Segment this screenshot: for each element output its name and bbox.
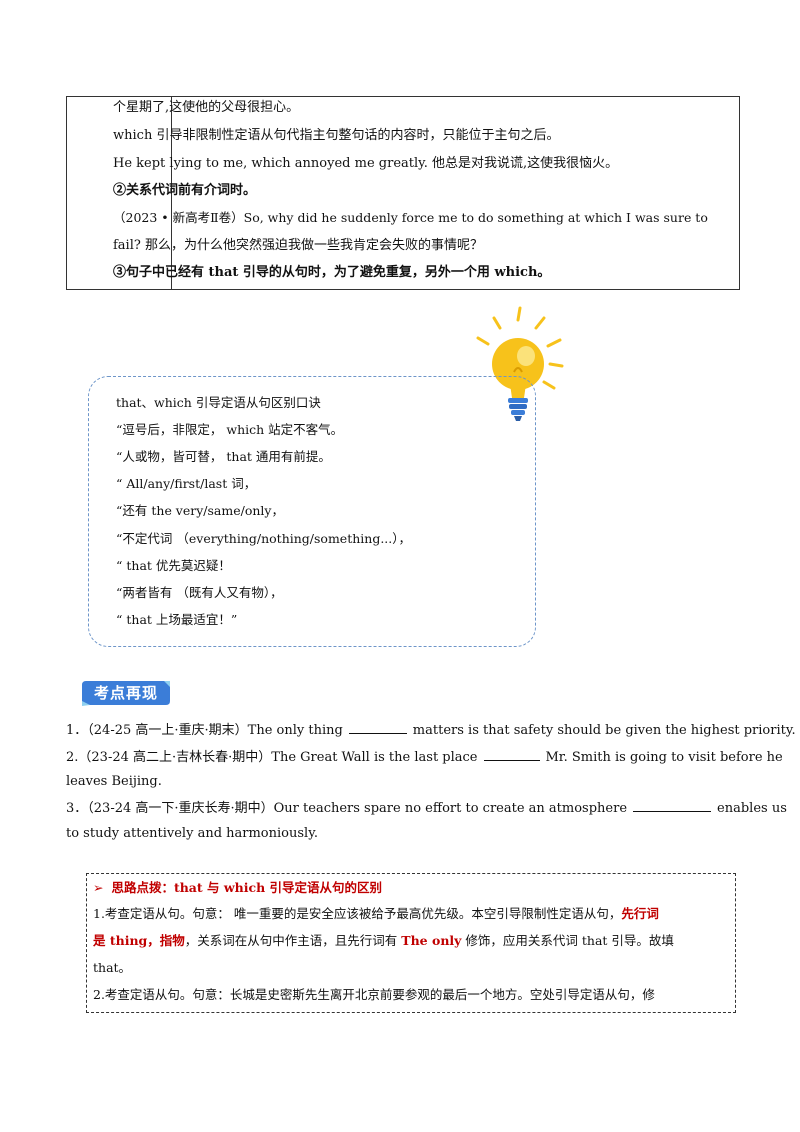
hint-box	[86, 873, 736, 1013]
hint-line-1: 1.考查定语从句。句意： 唯一重要的是安全应该被给予最高优先级。本空引导限制性定…	[93, 906, 659, 922]
question-2: 2.（23-24 高二上·吉林长春·期中）The Great Wall is t…	[66, 748, 783, 766]
hint-line-2: 是 thing，指物，关系词在从句中作主语，且先行词有 The only 修饰，…	[93, 933, 674, 949]
question-3: 3．（23-24 高一下·重庆长寿·期中）Our teachers spare …	[66, 799, 787, 817]
question-text: Mr. Smith is going to visit before he	[545, 750, 783, 765]
table-line-5: （2023 • 新高考Ⅱ卷）So, why did he suddenly fo…	[113, 210, 708, 225]
question-1: 1．（24-25 高一上·重庆·期末）The only thing matters…	[66, 721, 796, 739]
mnemonic-line: “还有 the very/same/only，	[116, 503, 284, 518]
arrow-icon: ➢	[93, 880, 104, 895]
question-text: 2.（23-24 高二上·吉林长春·期中）The Great Wall is t…	[66, 750, 478, 765]
hint-title: 思路点拨：that 与 which 引导定语从句的区别	[111, 880, 383, 895]
hint-title-line: ➢ 思路点拨：that 与 which 引导定语从句的区别	[93, 880, 382, 896]
hint-text: 1.考查定语从句。句意： 唯一重要的是安全应该被给予最高优先级。本空引导限制性定…	[93, 906, 622, 921]
table-line-1: 个星期了,这使他的父母很担心。	[113, 100, 300, 115]
hint-line-4: 2.考查定语从句。句意：长城是史密斯先生离开北京前要参观的最后一个地方。空处引导…	[93, 987, 655, 1002]
hint-highlight: 先行词	[621, 906, 659, 921]
mnemonic-line: “ that 优先莫迟疑！	[116, 558, 231, 573]
hint-text: ，关系词在从句中作主语，且先行词有	[184, 933, 402, 948]
mnemonic-line: “人或物，皆可替， that 通用有前提。	[116, 449, 331, 464]
question-text: 1．（24-25 高一上·重庆·期末）The only thing	[66, 723, 343, 738]
mnemonic-box	[88, 376, 536, 647]
answer-blank[interactable]	[633, 799, 712, 812]
table-line-7: ③句子中已经有 that 引导的从句时，为了避免重复，另外一个用 which。	[113, 265, 551, 280]
mnemonic-line: “ All/any/first/last 词，	[116, 476, 257, 491]
question-text: enables us	[717, 801, 787, 816]
mnemonic-title: that、which 引导定语从句区别口诀	[116, 395, 321, 410]
table-line-3: He kept lying to me, which annoyed me gr…	[113, 156, 619, 171]
question-2-cont: leaves Beijing.	[66, 774, 162, 789]
section-badge: 考点再现	[80, 679, 172, 707]
mnemonic-line: “不定代词 （everything/nothing/something...），	[116, 531, 411, 546]
question-3-cont: to study attentively and harmoniously.	[66, 826, 318, 841]
hint-text: 修饰，应用关系代词 that 引导。故填	[461, 933, 674, 948]
grammar-table	[66, 96, 740, 290]
table-line-2: which 引导非限制性定语从句代指主句整句话的内容时，只能位于主句之后。	[113, 128, 560, 143]
mnemonic-line: “ that 上场最适宜！”	[116, 612, 238, 627]
answer-blank[interactable]	[348, 721, 407, 734]
hint-highlight: 是 thing，指物	[93, 933, 185, 948]
hint-line-3: that。	[93, 960, 132, 975]
question-text: 3．（23-24 高一下·重庆长寿·期中）Our teachers spare …	[66, 801, 628, 816]
table-divider	[171, 97, 172, 289]
table-line-4: ②关系代词前有介词时。	[113, 183, 257, 198]
badge-label: 考点再现	[93, 684, 158, 702]
answer-blank[interactable]	[483, 748, 540, 761]
table-line-6: fail? 那么，为什么他突然强迫我做一些我肯定会失败的事情呢？	[113, 238, 483, 253]
mnemonic-line: “两者皆有 （既有人又有物），	[116, 585, 283, 600]
question-text: matters is that safety should be given t…	[412, 723, 796, 738]
mnemonic-line: “逗号后，非限定， which 站定不客气。	[116, 422, 344, 437]
hint-highlight: The only	[401, 933, 462, 948]
